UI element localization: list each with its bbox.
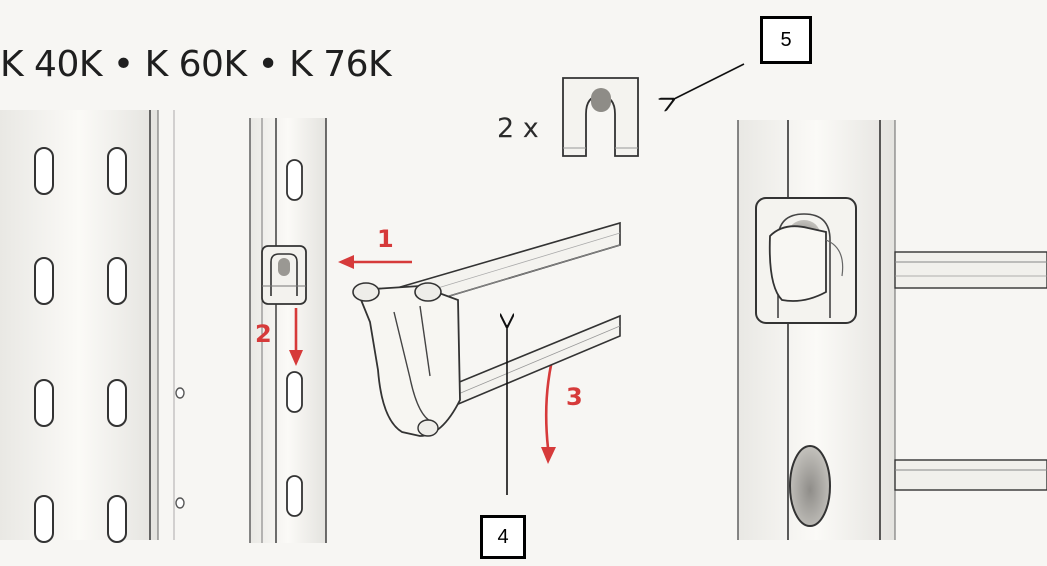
model-title: K 40K • K 60K • K 76K [0, 44, 392, 85]
bolt-holes [175, 387, 185, 509]
closeup-clip [755, 197, 857, 324]
slot-row-right [107, 147, 127, 543]
closeup-slot [789, 445, 831, 527]
pointer-arrow-clip [672, 63, 745, 100]
closeup-beam-bottom [894, 459, 1047, 491]
upright-side-post [249, 118, 327, 543]
step-arrows [289, 255, 558, 464]
clip-inserted [261, 245, 307, 305]
beam-connector [352, 282, 461, 437]
beam-assembly [352, 221, 621, 437]
slot-row-left [34, 147, 54, 543]
callout-box-clip: 5 [760, 16, 812, 64]
step-label-2: 2 [255, 320, 272, 348]
clip-part [562, 77, 639, 157]
callout-box-beam: 4 [480, 515, 526, 559]
closeup-beam-top [894, 251, 1047, 289]
step-label-3: 3 [566, 383, 583, 411]
quantity-label: 2 x [497, 113, 539, 144]
upright-front-face [0, 110, 185, 543]
step-label-1: 1 [377, 225, 394, 253]
closeup-view [737, 120, 1047, 540]
